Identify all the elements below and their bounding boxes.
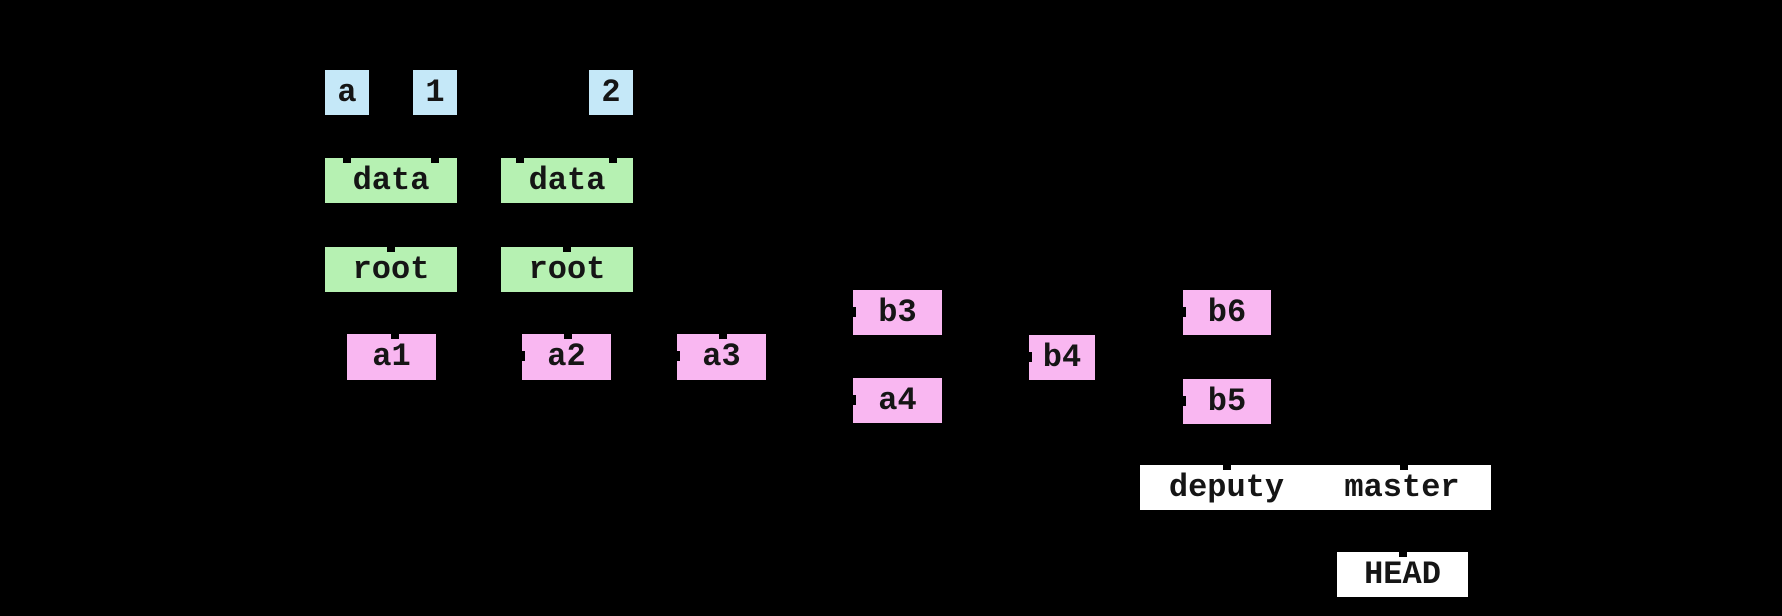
node-label-tree-data-2: data (528, 161, 606, 199)
arrowhead-mark (431, 158, 439, 163)
node-tree-data-1: data (325, 158, 457, 203)
node-label-blob-a: a (337, 73, 357, 111)
node-label-ref-deputy: deputy (1168, 468, 1285, 506)
arrowhead-mark (1399, 552, 1407, 557)
node-ref-head: HEAD (1337, 552, 1468, 597)
arrowhead-mark (516, 158, 524, 163)
node-label-commit-b4: b4 (1042, 338, 1082, 376)
arrowhead-mark (850, 395, 856, 405)
arrowhead-mark (1026, 352, 1032, 362)
arrowhead-mark (609, 158, 617, 163)
arrowhead-mark (850, 307, 856, 317)
node-label-commit-a2: a2 (547, 338, 586, 375)
arrowhead-mark (391, 334, 399, 339)
node-label-ref-head: HEAD (1364, 555, 1441, 593)
node-commit-a1: a1 (347, 334, 436, 380)
arrowhead-mark (1400, 465, 1408, 470)
arrowhead-mark (1223, 465, 1231, 470)
node-commit-b3: b3 (853, 290, 942, 335)
node-tree-root-2: root (501, 247, 633, 292)
arrowhead-mark (1180, 396, 1186, 406)
node-blob-a: a (325, 70, 369, 115)
node-label-tree-root-1: root (352, 250, 430, 288)
arrowhead-mark (563, 247, 571, 252)
node-label-commit-b3: b3 (878, 293, 917, 331)
node-commit-a3: a3 (677, 334, 766, 380)
node-tree-root-1: root (325, 247, 457, 292)
arrowhead-mark (387, 247, 395, 252)
node-tree-data-2: data (501, 158, 633, 203)
node-label-blob-1: 1 (425, 73, 445, 111)
node-label-commit-a3: a3 (702, 338, 741, 375)
node-label-commit-a4: a4 (878, 381, 917, 419)
node-label-commit-b6: b6 (1207, 293, 1247, 331)
node-label-tree-data-1: data (352, 161, 430, 199)
node-commit-a4: a4 (853, 378, 942, 423)
node-blob-2: 2 (589, 70, 633, 115)
arrowhead-mark (674, 351, 680, 361)
arrowhead-mark (1180, 307, 1186, 317)
node-ref-deputy: deputy (1140, 465, 1313, 510)
arrowhead-mark (519, 351, 525, 361)
node-ref-master: master (1313, 465, 1491, 510)
node-label-blob-2: 2 (601, 73, 621, 111)
node-commit-b6: b6 (1183, 290, 1271, 335)
node-blob-1: 1 (413, 70, 457, 115)
node-commit-b4: b4 (1029, 335, 1095, 380)
arrowhead-mark (564, 334, 572, 339)
node-label-tree-root-2: root (528, 250, 606, 288)
node-label-commit-b5: b5 (1207, 382, 1247, 420)
node-commit-a2: a2 (522, 334, 611, 380)
node-label-ref-master: master (1344, 468, 1460, 506)
node-label-commit-a1: a1 (372, 338, 411, 375)
arrowhead-mark (343, 158, 351, 163)
node-commit-b5: b5 (1183, 379, 1271, 424)
arrowhead-mark (719, 334, 727, 339)
